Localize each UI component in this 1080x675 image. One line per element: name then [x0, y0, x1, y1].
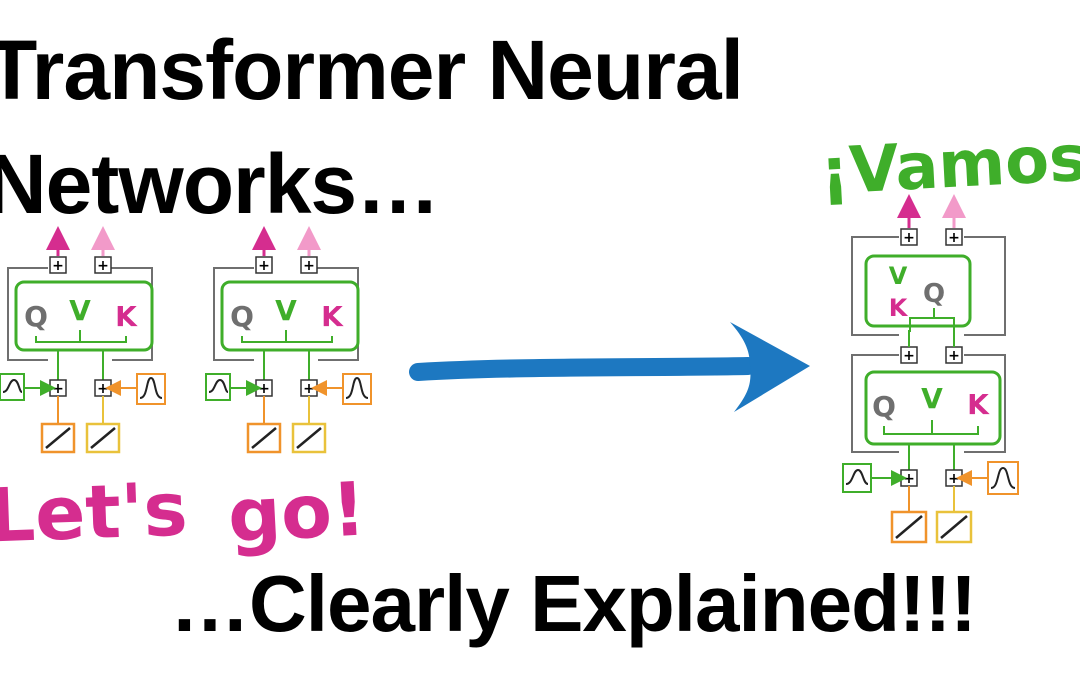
plus-label: + — [52, 381, 64, 397]
plus-label: + — [97, 381, 109, 397]
plus-box-icon: + — [49, 256, 67, 274]
plus-label: + — [97, 258, 109, 274]
qkv-connector — [883, 420, 979, 435]
plus-label: + — [903, 471, 915, 487]
handwritten-go: go! — [225, 466, 368, 560]
attention-box — [14, 280, 154, 352]
plus-label: + — [948, 230, 960, 246]
plus-label: + — [903, 348, 915, 364]
plus-box-icon: + — [945, 228, 963, 246]
subtitle: …Clearly Explained!!! — [170, 559, 977, 648]
plus-box-icon: + — [94, 379, 112, 397]
residual-line — [964, 236, 1006, 336]
residual-line — [213, 267, 254, 361]
plus-label: + — [948, 471, 960, 487]
encoder-block-2: + + Q V K + + — [205, 226, 372, 454]
bell-curve-icon — [987, 461, 1019, 495]
value-label: V — [889, 262, 908, 290]
handwritten-lets: Let's — [0, 466, 189, 560]
plus-box-icon: + — [945, 346, 963, 364]
query-label: Q — [230, 300, 254, 333]
sigmoid-icon — [0, 373, 25, 401]
bell-curve-icon — [342, 373, 372, 405]
sigmoid-icon — [842, 463, 872, 493]
plus-box-icon: + — [900, 228, 918, 246]
plus-label: + — [52, 258, 64, 274]
value-label: V — [275, 294, 297, 327]
query-label: Q — [24, 300, 48, 333]
linear-icon — [246, 422, 282, 454]
plus-box-icon: + — [300, 256, 318, 274]
key-label: K — [321, 300, 344, 333]
plus-label: + — [303, 381, 315, 397]
residual-line — [964, 354, 1006, 453]
qkv-connector — [909, 308, 955, 332]
qkv-connector — [35, 330, 127, 343]
plus-box-icon: + — [255, 256, 273, 274]
plus-label: + — [903, 230, 915, 246]
encoder-block-1: + + Q V K + + — [0, 226, 166, 454]
linear-icon — [291, 422, 327, 454]
plus-box-icon: + — [900, 346, 918, 364]
plus-box-icon: + — [300, 379, 318, 397]
value-label: V — [921, 382, 943, 415]
handwritten-vamos: ¡Vamos! — [818, 120, 1080, 210]
plus-label: + — [258, 381, 270, 397]
plus-box-icon: + — [255, 379, 273, 397]
linear-icon — [40, 422, 76, 454]
sigmoid-icon — [205, 373, 231, 401]
value-label: V — [69, 294, 91, 327]
decoder-stack: + + V K Q + + — [842, 194, 1019, 544]
qkv-connector — [241, 330, 333, 343]
query-label: Q — [923, 279, 945, 309]
plus-label: + — [258, 258, 270, 274]
linear-icon — [890, 510, 928, 544]
title-line-2: Networks… — [0, 137, 440, 231]
plus-box-icon: + — [94, 256, 112, 274]
plus-box-icon: + — [945, 469, 963, 487]
plus-box-icon: + — [49, 379, 67, 397]
key-label: K — [115, 300, 138, 333]
bell-curve-icon — [136, 373, 166, 405]
plus-box-icon: + — [900, 469, 918, 487]
cross-attention-box — [864, 254, 972, 328]
right-arrow-icon — [409, 322, 810, 412]
linear-icon — [85, 422, 121, 454]
key-label: K — [889, 294, 909, 322]
attention-box — [220, 280, 360, 352]
residual-line — [851, 236, 899, 336]
query-label: Q — [872, 390, 896, 423]
residual-line — [851, 354, 899, 453]
attention-box — [864, 370, 1002, 446]
title-line-1: Transformer Neural — [0, 23, 744, 117]
plus-label: + — [948, 348, 960, 364]
plus-label: + — [303, 258, 315, 274]
residual-line — [7, 267, 48, 361]
linear-icon — [935, 510, 973, 544]
key-label: K — [967, 388, 990, 421]
